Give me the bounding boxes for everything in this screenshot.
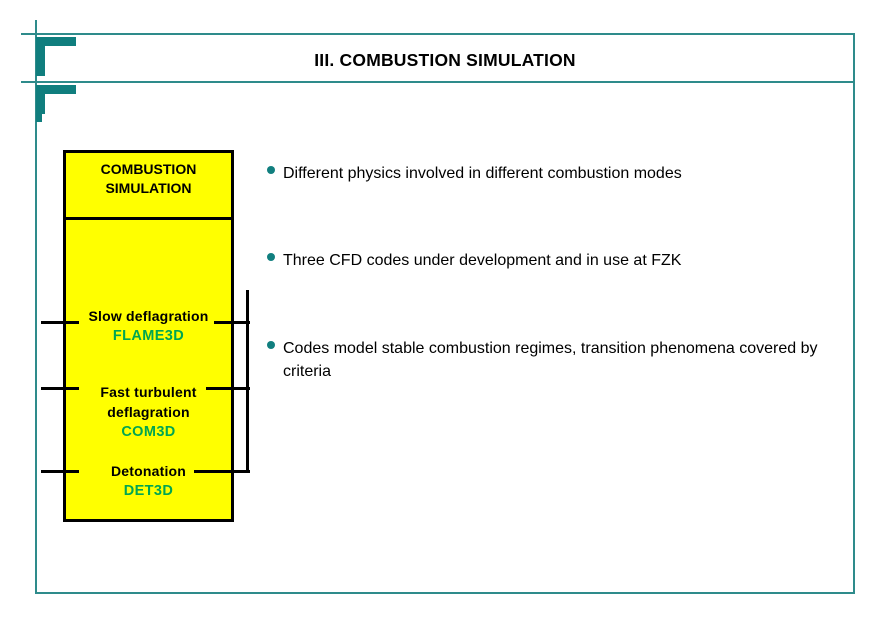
corner-decoration-icon (37, 37, 76, 46)
connector-left-tick (41, 321, 79, 324)
connector-left-tick (41, 470, 79, 473)
page-title: III. COMBUSTION SIMULATION (314, 50, 576, 70)
list-item: Codes model stable combustion regimes, t… (267, 337, 842, 383)
list-item: Three CFD codes under development and in… (267, 249, 842, 272)
frame-line-bottom (35, 592, 855, 594)
mode-code: COM3D (121, 424, 176, 440)
frame-line-left (35, 20, 37, 594)
connector-right-line (214, 321, 250, 324)
connector-left-tick (41, 387, 79, 390)
connector-right-line (194, 470, 250, 473)
corner-decoration-icon (37, 85, 76, 94)
corner-decoration-icon (36, 85, 45, 114)
mode-detonation: Detonation DET3D (66, 461, 231, 501)
mode-code: DET3D (123, 483, 174, 499)
mode-label: Detonation (110, 463, 187, 479)
frame-line-title-bottom (21, 81, 855, 83)
bullet-icon (267, 341, 275, 349)
mode-code: FLAME3D (112, 328, 185, 344)
diagram-box-title: COMBUSTION SIMULATION (66, 153, 231, 220)
frame-line-top (21, 33, 855, 35)
combustion-simulation-box: COMBUSTION SIMULATION Slow deflagration … (63, 150, 234, 522)
mode-fast-turbulent-deflagration: Fast turbulent deflagration COM3D (66, 382, 231, 442)
bullet-icon (267, 166, 275, 174)
mode-label: Fast turbulent deflagration (100, 384, 197, 420)
bullet-text: Codes model stable combustion regimes, t… (283, 340, 818, 380)
bullet-text: Three CFD codes under development and in… (283, 252, 682, 269)
corner-decoration-icon (36, 37, 45, 76)
bullet-icon (267, 253, 275, 261)
bullet-text: Different physics involved in different … (283, 165, 682, 182)
connector-right-line (206, 387, 250, 390)
mode-label: Slow deflagration (88, 308, 209, 324)
frame-line-right (853, 33, 855, 594)
corner-decoration-icon (36, 113, 42, 122)
list-item: Different physics involved in different … (267, 162, 842, 185)
mode-slow-deflagration: Slow deflagration FLAME3D (66, 306, 231, 346)
connector-vertical-line (246, 290, 249, 473)
